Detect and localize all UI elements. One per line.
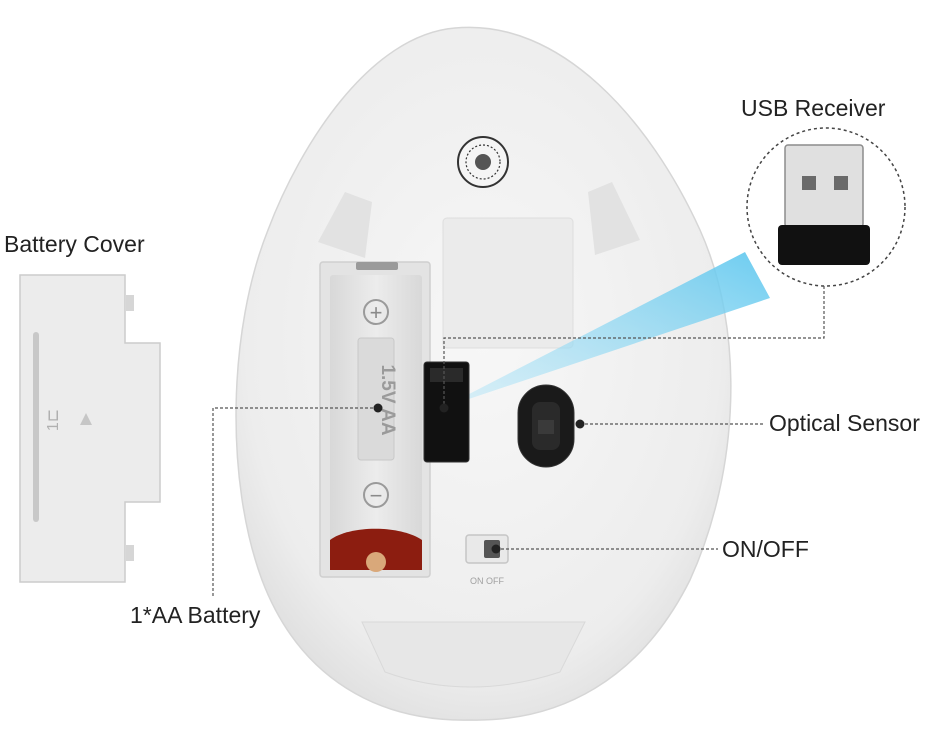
usb-receiver-label: USB Receiver — [741, 95, 886, 121]
switch-text: ON OFF — [470, 576, 504, 586]
optical-sensor-label: Optical Sensor — [769, 410, 920, 436]
certification-seal-icon — [457, 136, 509, 188]
optical-sensor-icon — [517, 384, 575, 468]
on-off-label: ON/OFF — [722, 536, 809, 562]
battery-label: 1.5V AA — [377, 364, 398, 435]
mouse-body — [235, 26, 732, 721]
leader-aa — [212, 407, 378, 598]
battery-cover-label: Battery Cover — [4, 231, 145, 257]
dongle-slot — [423, 361, 470, 463]
aa-battery-label: 1*AA Battery — [130, 602, 261, 628]
battery-imprints: + 1.5V AA − — [357, 299, 398, 508]
recessed-panel — [442, 217, 574, 349]
leader-lines — [212, 286, 825, 598]
usb-receiver-icon — [778, 144, 870, 265]
battery-cover-piece: 1⊏ — [19, 274, 161, 583]
usb-receiver-callout — [746, 127, 906, 287]
arrow-icon — [80, 413, 92, 425]
leader-usb — [443, 286, 825, 408]
minus-sign: − — [370, 483, 383, 508]
plus-sign: + — [370, 300, 383, 325]
on-off-switch: ON OFF — [465, 534, 509, 586]
light-beam — [442, 252, 770, 408]
leader-dots — [373, 403, 585, 554]
cover-imprint: 1⊏ — [45, 409, 62, 431]
